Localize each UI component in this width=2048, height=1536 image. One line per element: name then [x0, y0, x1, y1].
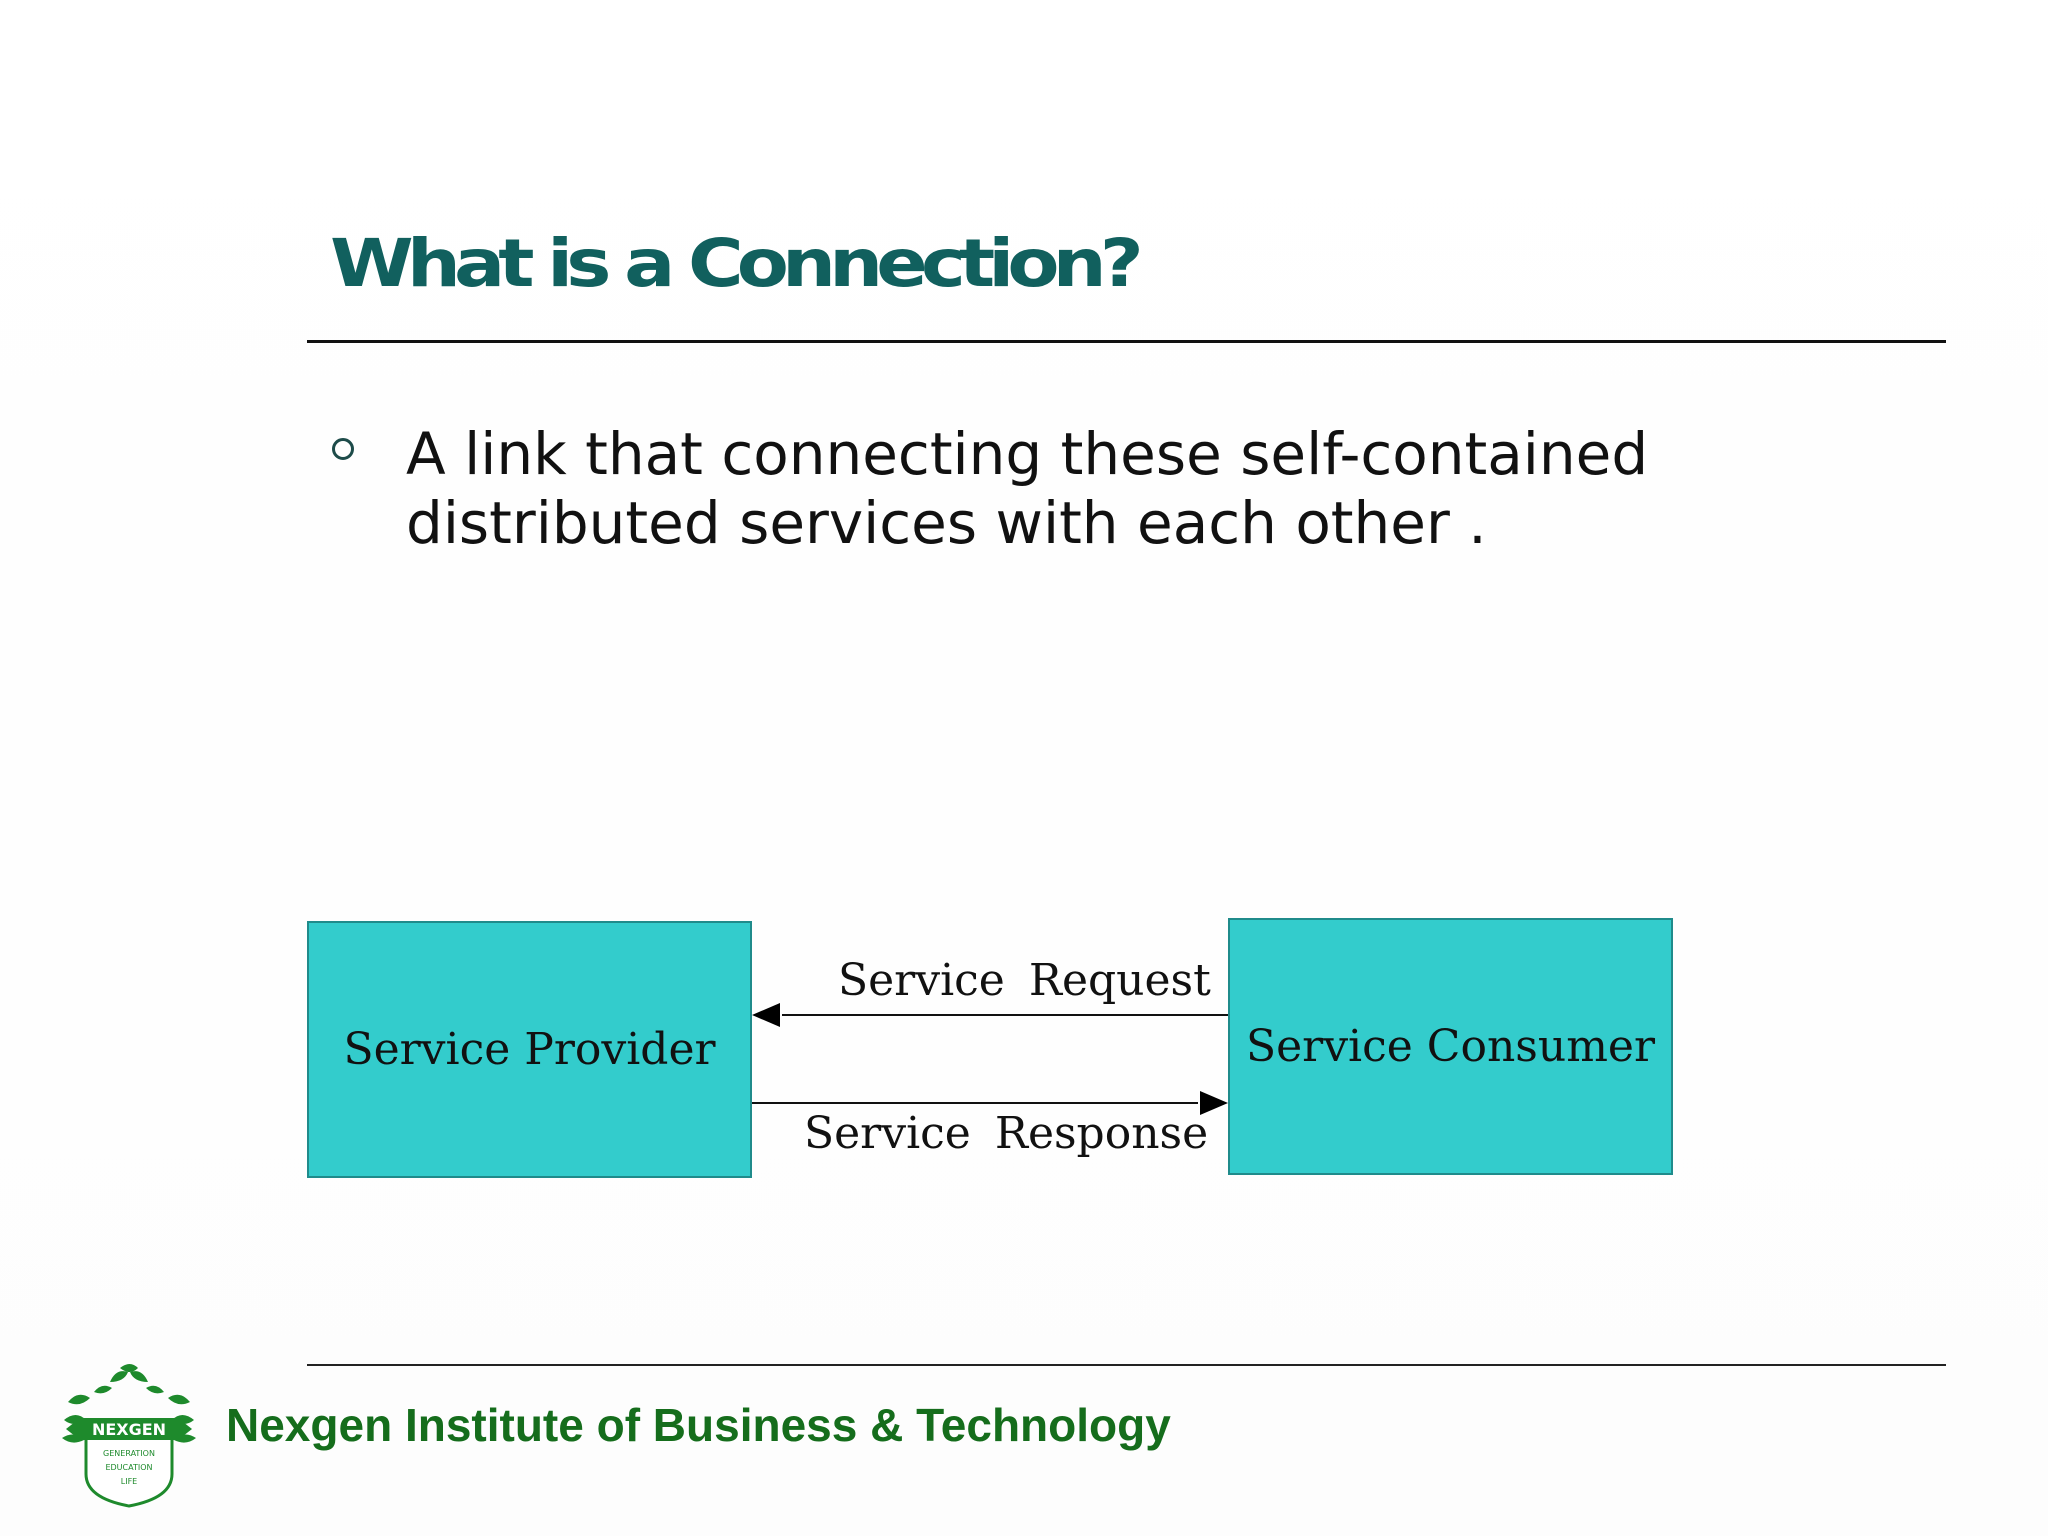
service-consumer-label: Service Consumer	[1245, 1021, 1656, 1072]
request-arrow	[752, 1003, 1228, 1027]
title-divider	[307, 340, 1946, 343]
hollow-circle-bullet-icon	[332, 438, 354, 460]
service-consumer-box: Service Consumer	[1228, 918, 1673, 1175]
logo-line3-text: LIFE	[121, 1477, 137, 1486]
service-provider-label: Service Provider	[343, 1024, 716, 1075]
nexgen-logo-icon: NEXGEN GENERATION EDUCATION LIFE	[62, 1364, 196, 1508]
service-provider-box: Service Provider	[307, 921, 752, 1178]
logo-name-text: NEXGEN	[92, 1420, 166, 1439]
service-request-label: Service Request	[838, 955, 1211, 1006]
institute-name: Nexgen Institute of Business & Technolog…	[226, 1399, 1171, 1451]
bullet-text: A link that connecting these self-contai…	[406, 420, 1649, 557]
footer-divider	[307, 1364, 1946, 1366]
logo-line1-text: GENERATION	[103, 1449, 155, 1458]
slide-title: What is a Connection?	[330, 225, 1144, 302]
service-response-label: Service Response	[804, 1108, 1209, 1159]
logo-line2-text: EDUCATION	[105, 1463, 152, 1472]
